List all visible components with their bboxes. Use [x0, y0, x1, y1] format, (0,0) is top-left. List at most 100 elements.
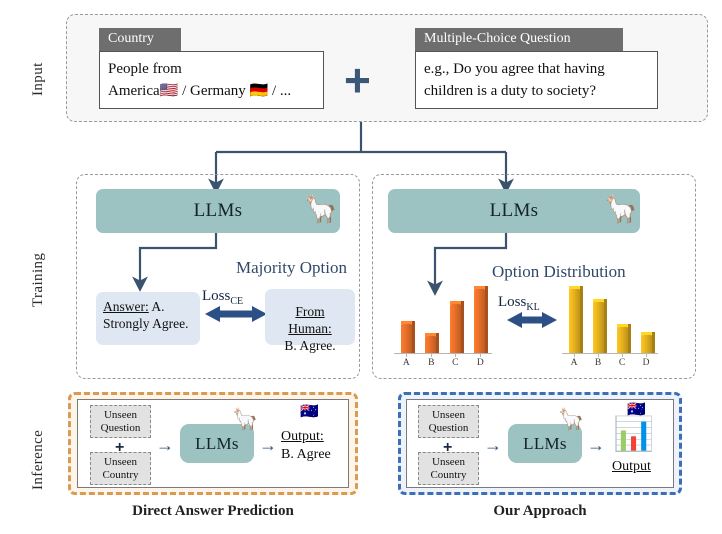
inference-right-flag-icon: 🇦🇺 — [627, 402, 646, 418]
country-america: America — [108, 83, 160, 99]
chart-bar-top — [569, 286, 580, 289]
inference-right-llm-box: LLMs — [508, 424, 582, 463]
model-answer-value: A. — [148, 299, 165, 314]
uc-l2-left: Country — [102, 468, 139, 481]
training-right-llm-box: LLMs — [388, 189, 640, 233]
chart-bar-side — [604, 299, 607, 353]
chart-bar — [569, 286, 583, 353]
uq-l2-left: Question — [100, 421, 141, 434]
training-right-llama-icon: 🦙 — [604, 194, 638, 224]
question-line-2: children is a duty to society? — [424, 83, 597, 99]
training-left-llm-box: LLMs — [96, 189, 340, 233]
majority-option-caption: Majority Option — [236, 258, 347, 277]
chart-bar-side — [628, 324, 631, 353]
question-card: e.g., Do you agree that having children … — [415, 51, 658, 109]
loss-kl-sub: KL — [526, 302, 540, 313]
chart-category-label: B — [594, 358, 602, 368]
chart-bars — [562, 286, 658, 353]
chart-category-label: D — [642, 358, 650, 368]
chart-category-label: A — [570, 358, 578, 368]
question-tab: Multiple-Choice Question — [415, 28, 623, 51]
inference-left-arrow-1: → — [156, 435, 174, 455]
chart-bar — [593, 299, 607, 353]
human-distribution-chart: A B C D — [562, 282, 658, 368]
uc-l2-right: Country — [430, 468, 467, 481]
uc-l1-right: Unseen — [432, 455, 465, 468]
loss-kl-base: Loss — [498, 294, 527, 310]
inference-left-llm-box: LLMs — [180, 424, 254, 463]
chart-bar-side — [485, 286, 488, 353]
chart-bars — [394, 286, 492, 353]
training-left-llm-label: LLMs — [193, 200, 243, 221]
uc-l1-left: Unseen — [104, 455, 137, 468]
stage-label-training: Training — [30, 252, 46, 308]
chart-bar-top — [401, 321, 412, 324]
country-tab: Country — [99, 28, 181, 51]
option-distribution-caption: Option Distribution — [492, 262, 626, 281]
stage-label-input: Input — [30, 62, 46, 96]
inference-left-llm-label: LLMs — [195, 433, 239, 453]
inference-left-caption: Direct Answer Prediction — [132, 503, 294, 519]
country-sep-1: / Germany — [178, 83, 250, 99]
chart-bar-side — [412, 321, 415, 353]
chart-bar-side — [580, 286, 583, 353]
inference-left-llama-icon: 🦙 — [232, 407, 259, 431]
inference-right-arrow-2: → — [587, 435, 605, 455]
chart-bar — [617, 324, 631, 353]
chart-bar-side — [436, 333, 439, 353]
chart-bar-top — [425, 333, 436, 336]
chart-axis — [562, 353, 658, 354]
chart-category-label: B — [428, 358, 435, 368]
chart-tick — [480, 353, 481, 357]
chart-tick — [598, 353, 599, 357]
chart-axis — [394, 353, 492, 354]
chart-bar-top — [450, 301, 461, 304]
inference-left-flag-icon: 🇦🇺 — [300, 404, 319, 420]
inference-left-plus-icon: + — [115, 439, 125, 456]
stage-label-inference: Inference — [30, 429, 46, 491]
loss-ce-sub: CE — [230, 296, 244, 307]
loss-ce-label: LossCE — [202, 288, 243, 307]
inference-right-plus-icon: + — [443, 439, 453, 456]
chart-bar — [474, 286, 488, 353]
inference-left-arrow-2: → — [259, 435, 277, 455]
model-answer-box: Answer: A. Strongly Agree. — [96, 292, 200, 345]
chart-category-label: C — [618, 358, 626, 368]
input-plus-icon: + — [344, 54, 371, 106]
inference-left-output-label: Output: — [281, 429, 324, 444]
inference-right-llm-label: LLMs — [523, 433, 567, 453]
inference-right-output: Output — [612, 458, 651, 476]
training-left-llama-icon: 🦙 — [304, 194, 338, 224]
chart-bar-side — [461, 301, 464, 353]
country-sep-2: / ... — [268, 83, 292, 99]
inference-right-output-label: Output — [612, 459, 651, 474]
inference-right-caption: Our Approach — [493, 503, 587, 519]
chart-bar-side — [652, 332, 655, 353]
chart-tick — [406, 353, 407, 357]
country-card: People from America🇺🇸 / Germany 🇩🇪 / ... — [99, 51, 324, 109]
chart-bar — [641, 332, 655, 353]
uq-l1-left: Unseen — [103, 408, 137, 421]
country-line-2: America🇺🇸 / Germany 🇩🇪 / ... — [108, 80, 315, 102]
uq-l1-right: Unseen — [431, 408, 465, 421]
human-answer-label: From Human: — [288, 304, 332, 336]
human-answer-line-2: B. Agree. — [284, 338, 336, 353]
model-answer-label: Answer: — [103, 299, 149, 314]
chart-category-label: D — [476, 358, 484, 368]
loss-ce-base: Loss — [202, 288, 231, 304]
chart-bar-top — [641, 332, 652, 335]
loss-kl-label: LossKL — [498, 294, 540, 313]
flag-us-icon: 🇺🇸 — [159, 83, 179, 99]
inference-left-output-value: B. Agree — [281, 447, 331, 462]
flag-de-icon: 🇩🇪 — [249, 83, 269, 99]
chart-category-label: C — [452, 358, 459, 368]
